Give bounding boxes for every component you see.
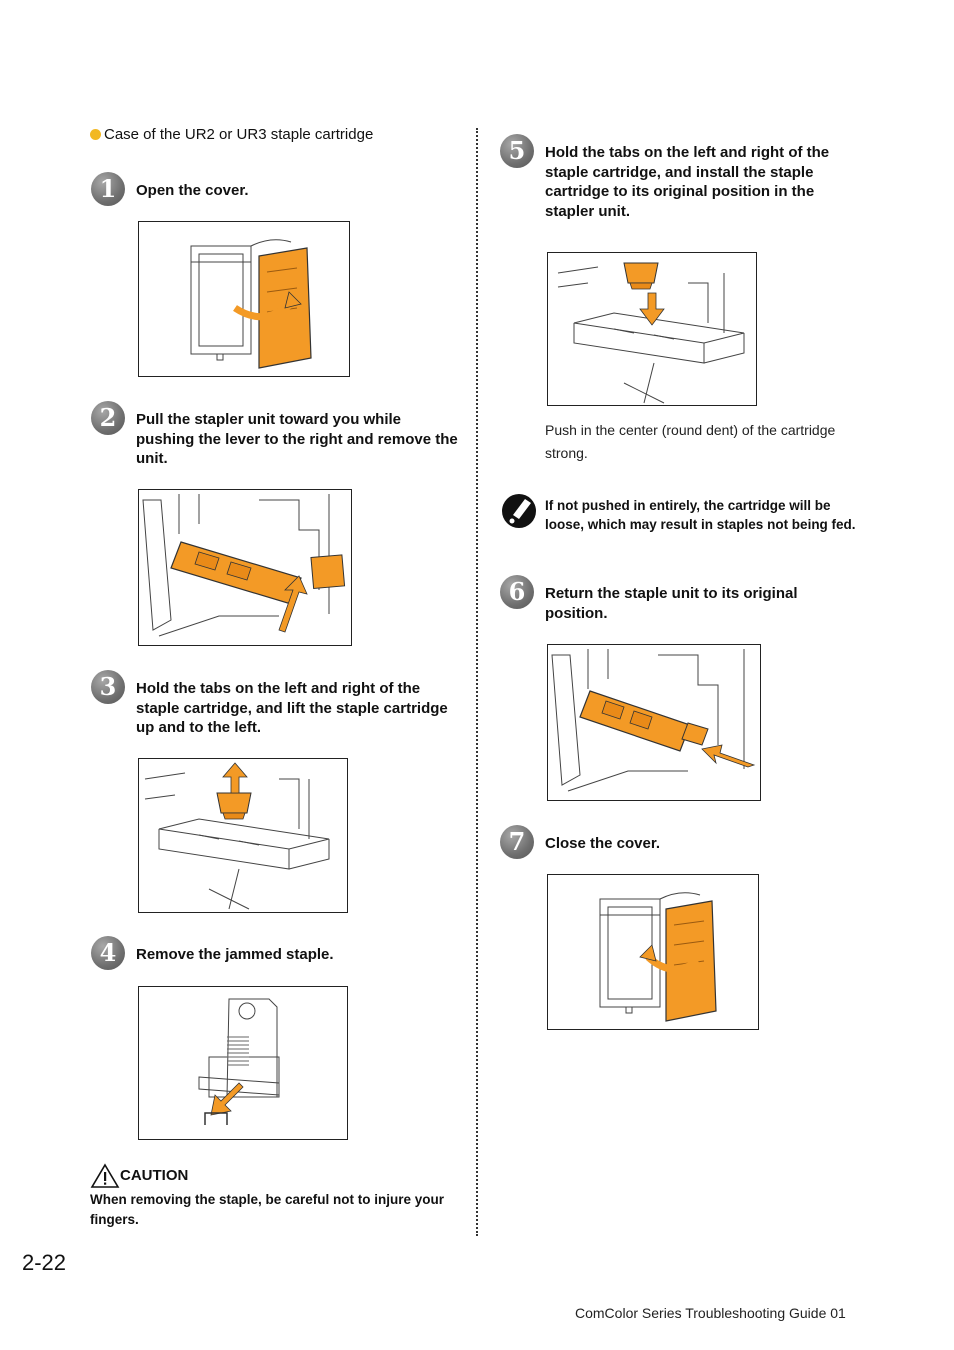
figure-install-cartridge: [547, 252, 757, 406]
cartridge-install-illustration: [557, 262, 745, 404]
caution-title: CAUTION: [120, 1167, 189, 1184]
footer-text: ComColor Series Troubleshooting Guide 01: [575, 1305, 846, 1321]
printer-open-cover-illustration: [190, 239, 312, 369]
figure-open-cover: [138, 221, 350, 377]
push-note: Push in the center (round dent) of the c…: [545, 422, 836, 461]
figure-lift-cartridge: [138, 758, 348, 913]
figure-pull-stapler-unit: [138, 489, 352, 646]
step-2-badge: 2: [91, 401, 125, 435]
case-heading: Case of the UR2 or UR3 staple cartridge: [90, 126, 373, 143]
figure-return-stapler-unit: [547, 644, 761, 801]
printer-close-cover-illustration: [599, 892, 717, 1022]
bullet-dot-icon: [90, 129, 101, 140]
step-4-text: Remove the jammed staple.: [136, 946, 334, 963]
caution-triangle-icon: [90, 1163, 120, 1188]
step-6-badge: 6: [500, 575, 534, 609]
step-4-badge: 4: [91, 936, 125, 970]
warning-pencil-icon: [502, 494, 536, 528]
cartridge-lift-illustration: [144, 762, 330, 910]
caution-text: When removing the staple, be careful not…: [90, 1192, 445, 1227]
stapler-unit-pull-illustration: [142, 494, 346, 637]
step-3-text: Hold the tabs on the left and right of t…: [136, 680, 448, 736]
warning-text: If not pushed in entirely, the cartridge…: [545, 498, 856, 532]
step-1-badge: 1: [91, 172, 125, 206]
step-2-text: Pull the stapler unit toward you while p…: [136, 411, 458, 467]
step-3-badge: 3: [91, 670, 125, 704]
figure-close-cover: [547, 874, 759, 1030]
jammed-staple-illustration: [198, 998, 280, 1125]
step-5-badge: 5: [500, 134, 534, 168]
step-6-text: Return the staple unit to its original p…: [545, 585, 798, 622]
page-number: 2-22: [22, 1250, 67, 1275]
step-7-badge: 7: [500, 825, 534, 859]
step-5-text: Hold the tabs on the left and right of t…: [545, 144, 830, 220]
stapler-unit-return-illustration: [551, 649, 756, 792]
step-1-text: Open the cover.: [136, 182, 249, 199]
column-divider: [476, 128, 478, 1236]
figure-remove-jammed-staple: [138, 986, 348, 1140]
step-7-text: Close the cover.: [545, 835, 661, 852]
